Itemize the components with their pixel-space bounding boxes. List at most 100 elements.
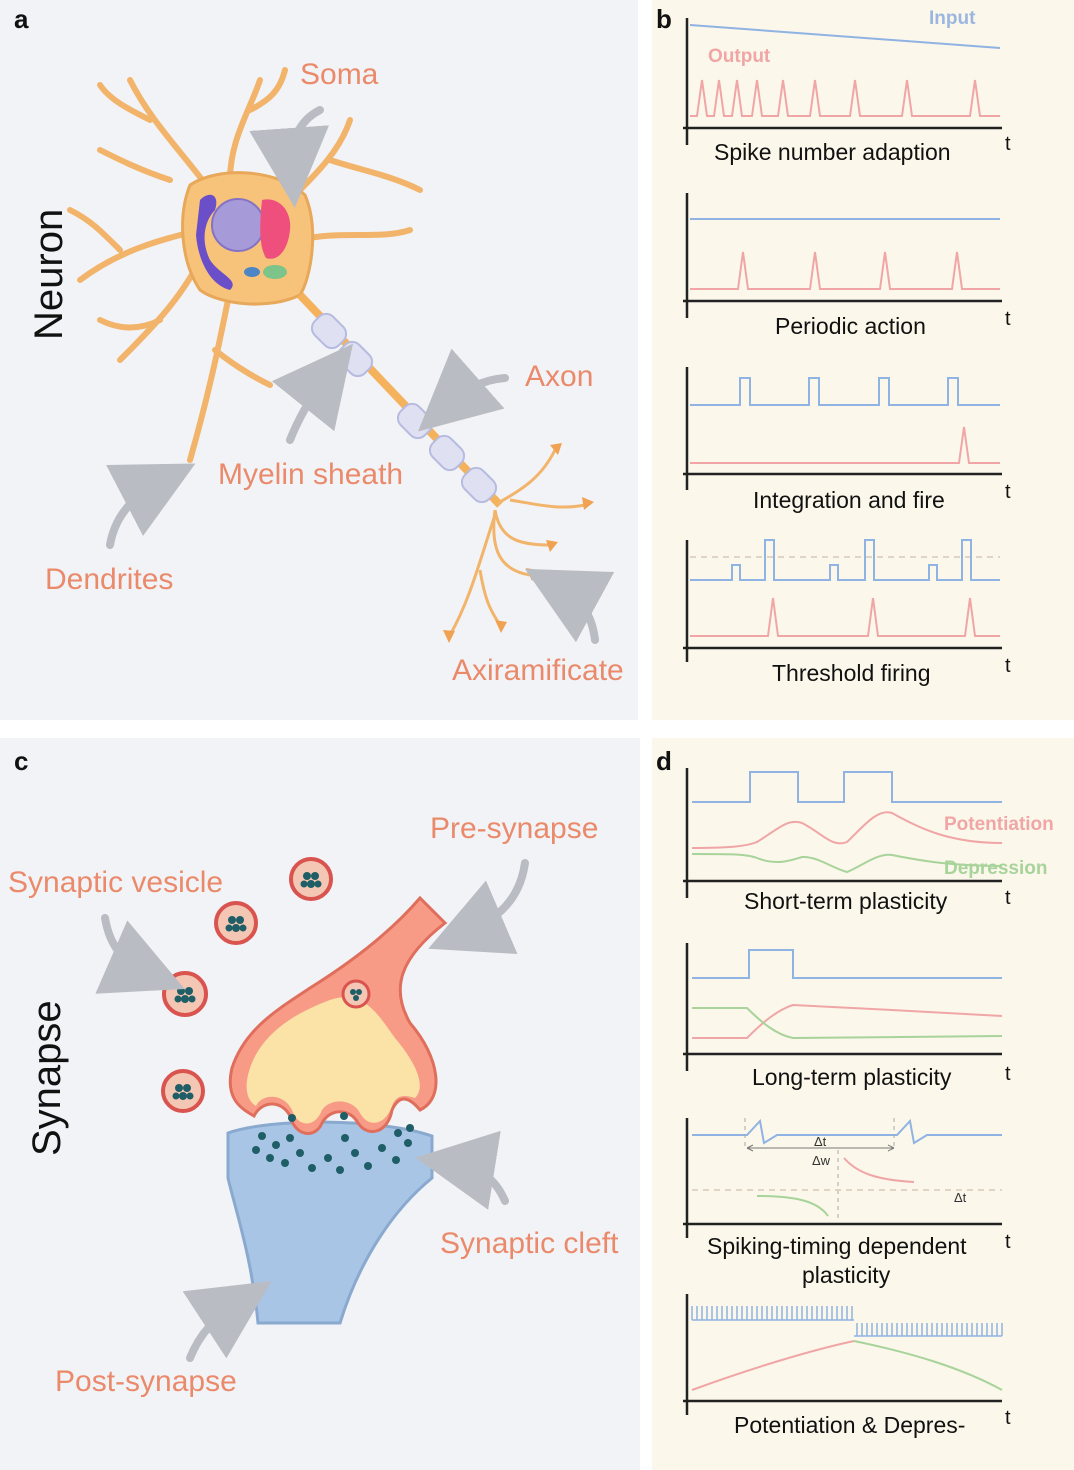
axis-t: t bbox=[1005, 1063, 1011, 1085]
output-spikes bbox=[690, 251, 1000, 290]
axis-t: t bbox=[1005, 308, 1011, 330]
synaptic-vesicles bbox=[161, 857, 371, 1113]
axis-t: t bbox=[1005, 133, 1011, 155]
potentiation-branch bbox=[843, 1157, 915, 1183]
callout-soma: Soma bbox=[300, 58, 379, 91]
chart-title: Integration and fire bbox=[753, 487, 945, 513]
chart-title: Periodic action bbox=[775, 313, 926, 339]
plasticity-charts: d Potentiation Depression Short-term pla… bbox=[656, 746, 1054, 1438]
axis bbox=[683, 1118, 1002, 1238]
chart-short-term-plasticity: Potentiation Depression Short-term plast… bbox=[683, 768, 1054, 914]
axis-t: t bbox=[1005, 1407, 1011, 1429]
callout-pre-synapse: Pre-synapse bbox=[430, 812, 598, 845]
axis-t: t bbox=[1005, 1231, 1011, 1253]
legend-potentiation: Potentiation bbox=[944, 814, 1054, 835]
organelle-purple bbox=[196, 194, 233, 290]
potentiation-ramp bbox=[691, 1340, 855, 1391]
axis bbox=[683, 1294, 1002, 1415]
neuron-title: Neuron bbox=[27, 209, 71, 340]
vesicle bbox=[214, 901, 258, 945]
legend-input: Input bbox=[929, 8, 976, 29]
chart-title: Short-term plasticity bbox=[744, 888, 948, 914]
input-line bbox=[689, 24, 1001, 49]
chart-title: Spike number adaption bbox=[714, 139, 951, 165]
vesicle bbox=[289, 857, 333, 901]
axis-t: t bbox=[1005, 655, 1011, 677]
organelle-blue bbox=[244, 267, 260, 277]
axis bbox=[683, 193, 1002, 318]
depression-ramp bbox=[853, 1340, 1003, 1391]
chart-title: Long-term plasticity bbox=[752, 1064, 952, 1090]
output-spikes bbox=[690, 426, 1000, 464]
legend-output: Output bbox=[708, 46, 771, 67]
chart-stdp: Δt Δw Δt Spiking-timing dependent plasti… bbox=[683, 1118, 1011, 1288]
chart-title: Potentiation & Depres- bbox=[734, 1412, 965, 1438]
synaptic-plasticity-panel: d Potentiation Depression Short-term pla… bbox=[652, 738, 1074, 1470]
pre-synapse-interior bbox=[246, 997, 420, 1124]
nucleus bbox=[211, 198, 265, 252]
callout-post-synapse: Post-synapse bbox=[55, 1365, 237, 1398]
panel-d-label: d bbox=[656, 746, 672, 776]
marker-lines bbox=[744, 1118, 895, 1218]
vesicle bbox=[161, 1069, 205, 1113]
axis bbox=[683, 768, 1002, 898]
dw-label: Δw bbox=[812, 1153, 831, 1168]
axis bbox=[683, 367, 1002, 490]
synapse-illustration: c Synapse Pre-synapse S bbox=[8, 746, 619, 1398]
pulse-train bbox=[691, 1306, 1003, 1337]
chart-title-line1: Spiking-timing dependent bbox=[707, 1233, 967, 1259]
dt-axis-label: Δt bbox=[954, 1190, 967, 1205]
pre-post-spikes bbox=[692, 1118, 1002, 1145]
callout-arrows bbox=[106, 106, 615, 644]
callout-synaptic-cleft: Synaptic cleft bbox=[440, 1227, 619, 1260]
panel-a-label: a bbox=[14, 4, 29, 34]
dt-label: Δt bbox=[814, 1134, 827, 1149]
potentiation-curve bbox=[692, 1003, 1003, 1039]
axon bbox=[297, 292, 503, 508]
chart-title-line2: plasticity bbox=[802, 1262, 891, 1288]
chart-integration-and-fire: Integration and fire t bbox=[683, 367, 1011, 513]
panel-c-label: c bbox=[14, 746, 28, 776]
axis bbox=[683, 943, 1002, 1071]
chart-periodic-action: Periodic action t bbox=[683, 193, 1011, 339]
input-pulse bbox=[692, 949, 1002, 979]
callout-axiramificate: Axiramificate bbox=[452, 654, 624, 687]
neurotransmitters bbox=[252, 1112, 414, 1174]
depression-branch bbox=[756, 1195, 829, 1217]
output-spikes bbox=[690, 79, 1000, 117]
chart-long-term-plasticity: Long-term plasticity t bbox=[683, 943, 1011, 1090]
dt-arrow bbox=[746, 1144, 895, 1152]
neuron-dynamics-panel: b Input Output Spike number adaption t P… bbox=[652, 0, 1074, 720]
callout-dendrites: Dendrites bbox=[45, 563, 173, 596]
panel-b-label: b bbox=[656, 4, 672, 34]
post-synapse bbox=[226, 1120, 434, 1325]
axis-t: t bbox=[1005, 887, 1011, 909]
synapse-title: Synapse bbox=[25, 1000, 69, 1156]
neuron-dynamics-charts: b Input Output Spike number adaption t P… bbox=[656, 4, 1011, 686]
axis-t: t bbox=[1005, 481, 1011, 503]
chart-title: Threshold firing bbox=[772, 660, 931, 686]
organelle-green bbox=[263, 265, 287, 279]
chart-potentiation-depression: Potentiation & Depres- t bbox=[683, 1294, 1011, 1438]
input-pulses bbox=[690, 539, 1000, 581]
callout-arrows bbox=[95, 859, 529, 1362]
input-pulses bbox=[692, 771, 1002, 803]
depression-curve bbox=[691, 853, 1003, 874]
depression-curve bbox=[692, 1007, 1003, 1040]
legend-depression: Depression bbox=[944, 858, 1047, 879]
callout-synaptic-vesicle: Synaptic vesicle bbox=[8, 866, 223, 899]
axis bbox=[683, 540, 1002, 662]
chart-spike-number-adaption: Spike number adaption t bbox=[683, 18, 1011, 165]
callout-myelin-sheath: Myelin sheath bbox=[218, 458, 403, 491]
potentiation-curve bbox=[691, 811, 1003, 849]
input-pulses bbox=[690, 377, 1000, 406]
callout-axon: Axon bbox=[525, 360, 593, 393]
neuron-illustration: a Neuron bbox=[14, 4, 624, 687]
vesicle bbox=[162, 971, 208, 1017]
organelle-pink bbox=[260, 199, 291, 259]
neuron-panel: a Neuron bbox=[0, 0, 638, 720]
output-spikes bbox=[690, 597, 1000, 637]
axis bbox=[683, 18, 1002, 145]
vesicle bbox=[341, 979, 371, 1009]
chart-threshold-firing: Threshold firing t bbox=[683, 539, 1011, 686]
